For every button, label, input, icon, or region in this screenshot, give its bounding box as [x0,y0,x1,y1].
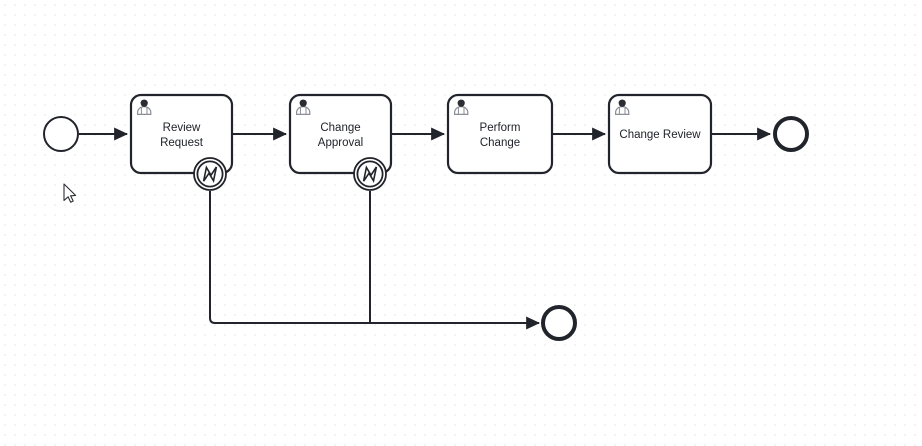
task-change-approval[interactable]: Change Approval [288,93,393,175]
end-event-main[interactable] [773,116,809,152]
task-label-line-2: Change [480,137,520,149]
boundary-inner-circle [356,160,384,188]
user-icon [296,99,311,115]
task-shape[interactable] [288,93,393,175]
flow-boundary-review-to-error-end[interactable] [209,191,541,330]
task-shape[interactable] [446,93,554,175]
user-icon [454,99,469,115]
task-review-request[interactable]: Review Request [129,93,234,175]
sequence-flow-layer [79,127,772,330]
start-event[interactable] [43,116,79,152]
task-label-line-2: Approval [318,137,363,149]
task-change-review[interactable]: Change Review [607,93,713,175]
start-event-circle[interactable] [43,116,79,152]
boundary-inner-circle [196,160,224,188]
task-label-line-2: Request [160,137,204,149]
task-label-line-1: Change [320,122,360,134]
task-label-line-1: Change Review [619,129,701,141]
user-icon [615,99,630,115]
end-event-circle[interactable] [773,116,809,152]
task-perform-change[interactable]: Perform Change [446,93,554,175]
boundary-error-event-review-request[interactable] [193,157,227,191]
task-shape[interactable] [607,93,713,175]
end-event-circle[interactable] [541,305,577,341]
task-label-line-1: Perform [480,122,521,134]
error-bolt-icon [202,165,218,183]
boundary-error-event-change-approval[interactable] [353,157,387,191]
task-shape[interactable] [129,93,234,175]
user-icon [137,99,152,115]
error-bolt-icon [362,165,378,183]
end-event-error[interactable] [541,305,577,341]
task-label-line-1: Review [163,122,201,134]
